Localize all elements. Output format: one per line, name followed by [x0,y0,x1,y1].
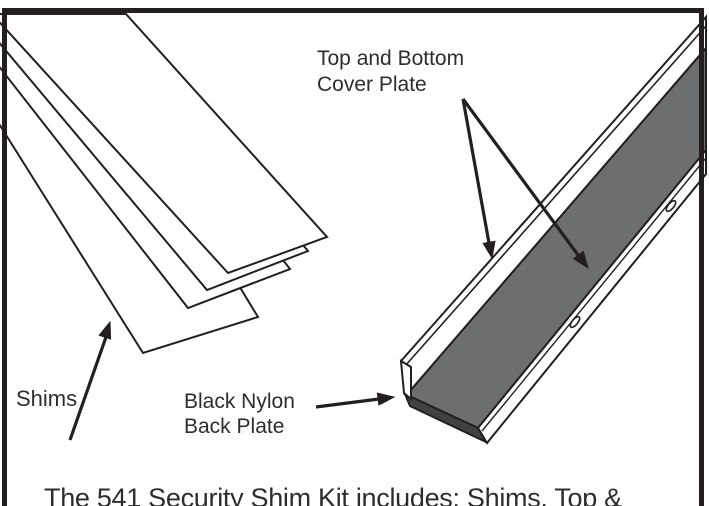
cover-plate-channel [399,14,707,445]
back-plate-label-line1: Black Nylon [184,390,295,413]
back-plate-surface [402,45,707,430]
arrowhead-icon [376,392,396,406]
back-plate-end-face [403,392,489,445]
arrow-to-bottom-flange [461,98,580,256]
flange-hole [569,315,581,329]
kit-caption: The 541 Security Shim Kit includes: Shim… [44,483,622,506]
cover-plate-label-line1: Top and Bottom [317,47,465,70]
channel-end-cap [399,359,412,402]
arrowhead-icon [482,240,496,260]
arrowhead-icon [572,250,589,270]
callout-arrows [68,98,589,441]
arrow-to-back-plate [315,397,380,409]
cover-plate-label: Top and Bottom Cover Plate [317,46,464,98]
arrow-to-shims [68,336,108,441]
shims-label: Shims [16,386,78,411]
shim-sheet [0,13,329,275]
back-plate-label-line2: Back Plate [184,415,285,438]
arrowhead-icon [98,320,112,340]
channel-top-flange-edge [404,25,707,367]
back-plate-label: Black Nylon Back Plate [184,389,295,439]
flange-hole [665,199,677,213]
cover-plate-label-line2: Cover Plate [317,73,427,96]
shim-stack [0,13,329,355]
arrow-to-top-flange [461,98,491,244]
figure-border [2,8,704,506]
